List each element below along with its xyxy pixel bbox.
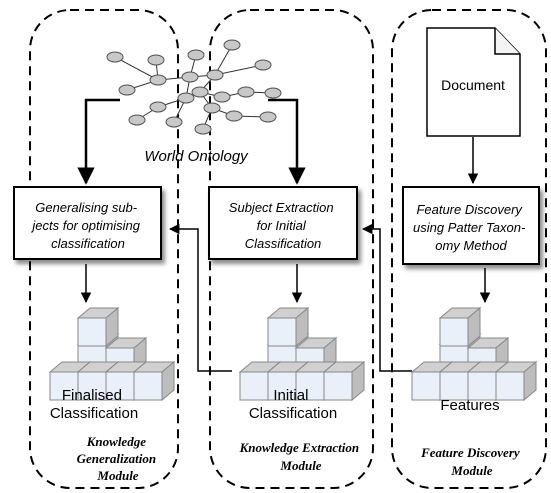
ontology-to-generalising-arrow xyxy=(77,98,120,185)
generalising-subjects-text: Generalising sub- jects for optimising c… xyxy=(30,200,143,251)
ontology-node xyxy=(118,84,136,96)
ontology-node xyxy=(237,86,255,98)
cube-block xyxy=(132,360,176,402)
ontology-node xyxy=(213,91,231,103)
cube-block xyxy=(494,360,538,402)
ontology-node xyxy=(194,123,212,135)
cube-block xyxy=(322,360,366,402)
ontology-node xyxy=(181,71,199,83)
ontology-node xyxy=(177,92,195,104)
feature-discovery-text: Feature Discovery using Patter Taxon- om… xyxy=(413,202,529,253)
world-ontology-label: World Ontology xyxy=(144,148,249,165)
ontology-to-extraction-arrow xyxy=(268,98,306,185)
features-cubes xyxy=(410,306,538,402)
ontology-node xyxy=(106,51,124,63)
feature-discovery-module-label: Feature Discovery Module xyxy=(420,445,523,478)
ontology-node xyxy=(254,59,272,71)
subject-extraction-box xyxy=(208,186,358,260)
ontology-node xyxy=(149,74,167,86)
ontology-graph xyxy=(106,39,282,135)
cube-block xyxy=(266,306,310,348)
ontology-node xyxy=(165,116,183,128)
ontology-node xyxy=(223,39,241,51)
ontology-edge xyxy=(114,56,159,81)
initial-classification-cubes xyxy=(238,306,366,402)
ontology-node xyxy=(147,54,165,66)
ontology-node xyxy=(264,87,282,99)
document-icon xyxy=(426,27,521,137)
feature-discovery-module-container xyxy=(391,9,547,489)
ontology-node xyxy=(149,101,167,113)
ontology-node xyxy=(128,114,146,126)
ontology-node xyxy=(187,49,205,61)
subject-extraction-text: Subject Extraction for Initial Classific… xyxy=(229,200,337,251)
cube-block xyxy=(76,306,120,348)
ontology-node xyxy=(203,102,221,114)
features-label: Features xyxy=(440,397,499,414)
feature-discovery-box xyxy=(402,186,540,265)
ontology-node xyxy=(206,69,224,81)
features-to-extraction-feedback-arrow xyxy=(361,223,412,372)
ontology-node xyxy=(259,111,277,123)
initial-to-generalising-feedback-arrow xyxy=(168,223,232,372)
generalising-subjects-box xyxy=(13,186,162,260)
knowledge-extraction-module-label: Knowledge Extraction Module xyxy=(239,440,363,473)
initial-classification-label: Initial Classification xyxy=(249,387,337,422)
ontology-node xyxy=(191,86,209,98)
cube-block xyxy=(438,306,482,348)
document-label: Document xyxy=(441,77,505,93)
finalised-classification-label: Finalised Classification xyxy=(50,387,138,422)
knowledge-generalization-module-label: Knowledge Generalization Module xyxy=(77,434,160,483)
finalised-classification-cubes xyxy=(48,306,176,402)
ontology-node xyxy=(225,110,243,122)
